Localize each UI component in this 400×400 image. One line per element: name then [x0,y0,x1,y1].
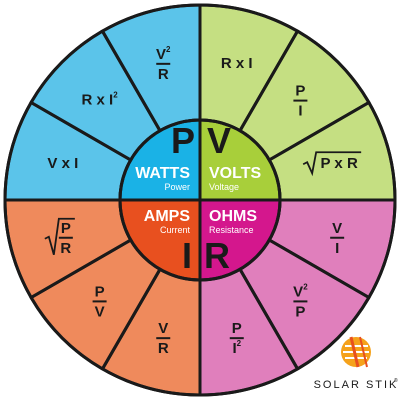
power-formula: V2R [156,45,171,83]
resistance-sub: Resistance [209,225,254,235]
sector-divider [101,30,162,132]
fraction-numerator: V [332,220,342,237]
sector-divider [238,30,299,132]
sun-logo-icon [341,336,371,368]
divider-lines [3,3,397,397]
resistance-letter: R [204,235,230,276]
voltage-sub: Voltage [209,182,239,192]
formula-text: R x I [221,55,253,72]
logo-registered: ® [394,377,398,384]
current-name: AMPS [144,208,191,225]
power-name: WATTS [135,165,190,182]
fraction-numerator: P [61,220,71,237]
current-letter: I [182,235,192,276]
resistance-name: OHMS [209,208,257,225]
power-formula: R x I2 [82,91,119,109]
current-formula: PR [44,217,75,257]
voltage-letter: V [207,120,231,161]
sector-divider [30,101,132,162]
fraction-denominator: V [95,303,105,320]
voltage-formula: PI [293,83,308,120]
fraction-denominator: I [298,103,302,120]
fraction-denominator: I2 [232,339,241,357]
radical-sign [302,151,362,177]
fraction-numerator: V [158,320,168,337]
sector-divider [238,268,299,370]
resistance-formula: P I2 [229,320,244,357]
fraction-denominator: P [295,303,305,320]
power-sub: Power [164,182,190,192]
fraction-numerator: P [232,320,242,337]
radical-content: P x R [321,155,358,172]
fraction-denominator: R [60,240,71,257]
radical-sign [44,217,75,255]
sector-divider [268,238,370,299]
resistance-formula: VI [330,220,345,257]
resistance-formula: V2P [293,282,308,320]
formula-text: V x I [47,155,78,172]
power-formula: V x I [47,155,78,172]
fraction-denominator: R [158,340,169,357]
logo-text: SOLAR STIK [314,379,399,391]
formula-text: R x I2 [82,91,119,109]
current-formula: VR [156,320,171,357]
fraction-numerator: V2 [293,282,308,300]
solar-stik-logo: SOLAR STIK ® [314,336,399,391]
voltage-name: VOLTS [209,165,261,182]
fraction-denominator: I [335,240,339,257]
sector-divider [101,268,162,370]
current-sub: Current [160,225,191,235]
power-letter: P [171,120,195,161]
fraction-denominator: R [158,66,169,83]
sector-divider [268,101,370,162]
fraction-numerator: V2 [156,45,171,63]
fraction-numerator: P [295,83,305,100]
voltage-formula: R x I [221,55,253,72]
voltage-formula: P x R [302,151,362,177]
fraction-numerator: P [95,283,105,300]
current-formula: PV [92,283,107,320]
sector-divider [30,238,132,299]
